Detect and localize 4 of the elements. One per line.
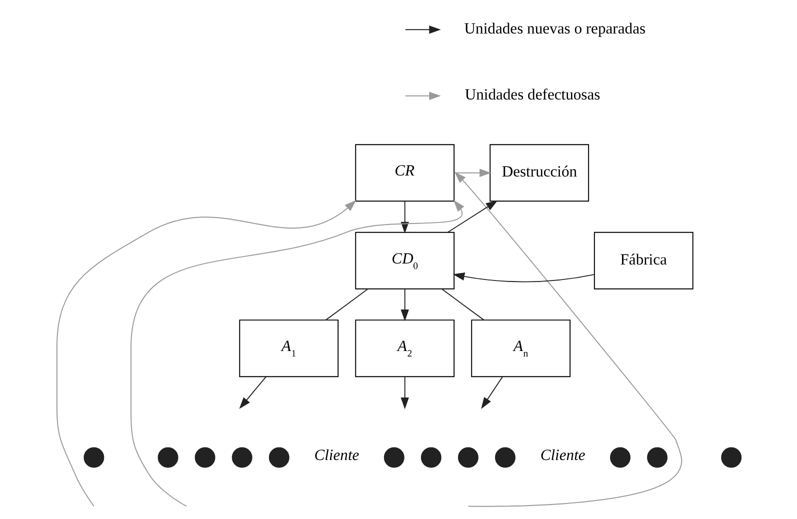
label: Cliente	[540, 447, 585, 464]
legend-label: Unidades defectuosas	[464, 86, 600, 104]
label: Cliente	[314, 447, 359, 464]
legend-label: Unidades nuevas o reparadas	[464, 20, 646, 38]
